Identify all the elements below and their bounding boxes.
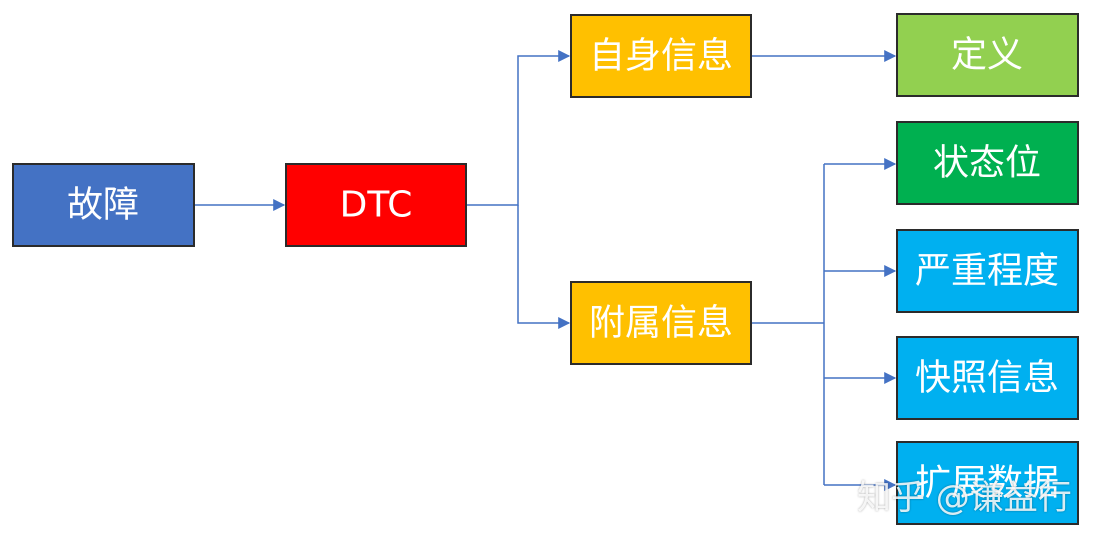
connector-dtc-self-info bbox=[466, 50, 571, 206]
node-dtc: DTC bbox=[285, 163, 467, 247]
node-self-info-label: 自身信息 bbox=[589, 36, 733, 77]
node-status-bit-label: 状态位 bbox=[933, 143, 1041, 184]
node-definition-label: 定义 bbox=[951, 35, 1023, 76]
node-dtc-label: DTC bbox=[340, 185, 413, 226]
node-definition-box bbox=[896, 13, 1079, 97]
node-snapshot-info: 快照信息 bbox=[896, 336, 1079, 420]
node-status-bit-box bbox=[896, 121, 1079, 205]
node-attached-info-box bbox=[570, 281, 752, 365]
node-fault-box bbox=[12, 163, 195, 247]
node-self-info: 自身信息 bbox=[570, 14, 752, 98]
node-snapshot-info-label: 快照信息 bbox=[915, 358, 1059, 399]
node-severity-box bbox=[896, 229, 1079, 313]
node-self-info-box bbox=[570, 14, 752, 98]
node-severity: 严重程度 bbox=[896, 229, 1079, 313]
node-severity-label: 严重程度 bbox=[915, 251, 1059, 292]
node-snapshot-info-box bbox=[896, 336, 1079, 420]
node-attached-info: 附属信息 bbox=[570, 281, 752, 365]
node-extended-data: 扩展数据 bbox=[896, 441, 1079, 525]
node-status-bit: 状态位 bbox=[896, 121, 1079, 205]
node-fault: 故障 bbox=[12, 163, 195, 247]
node-fault-label: 故障 bbox=[67, 185, 139, 226]
node-definition: 定义 bbox=[896, 13, 1079, 97]
node-attached-info-label: 附属信息 bbox=[589, 303, 733, 344]
connector-dtc-attached-info bbox=[517, 205, 571, 329]
node-extended-data-label: 扩展数据 bbox=[915, 463, 1059, 504]
node-extended-data-box bbox=[896, 441, 1079, 525]
node-dtc-box bbox=[285, 163, 467, 247]
